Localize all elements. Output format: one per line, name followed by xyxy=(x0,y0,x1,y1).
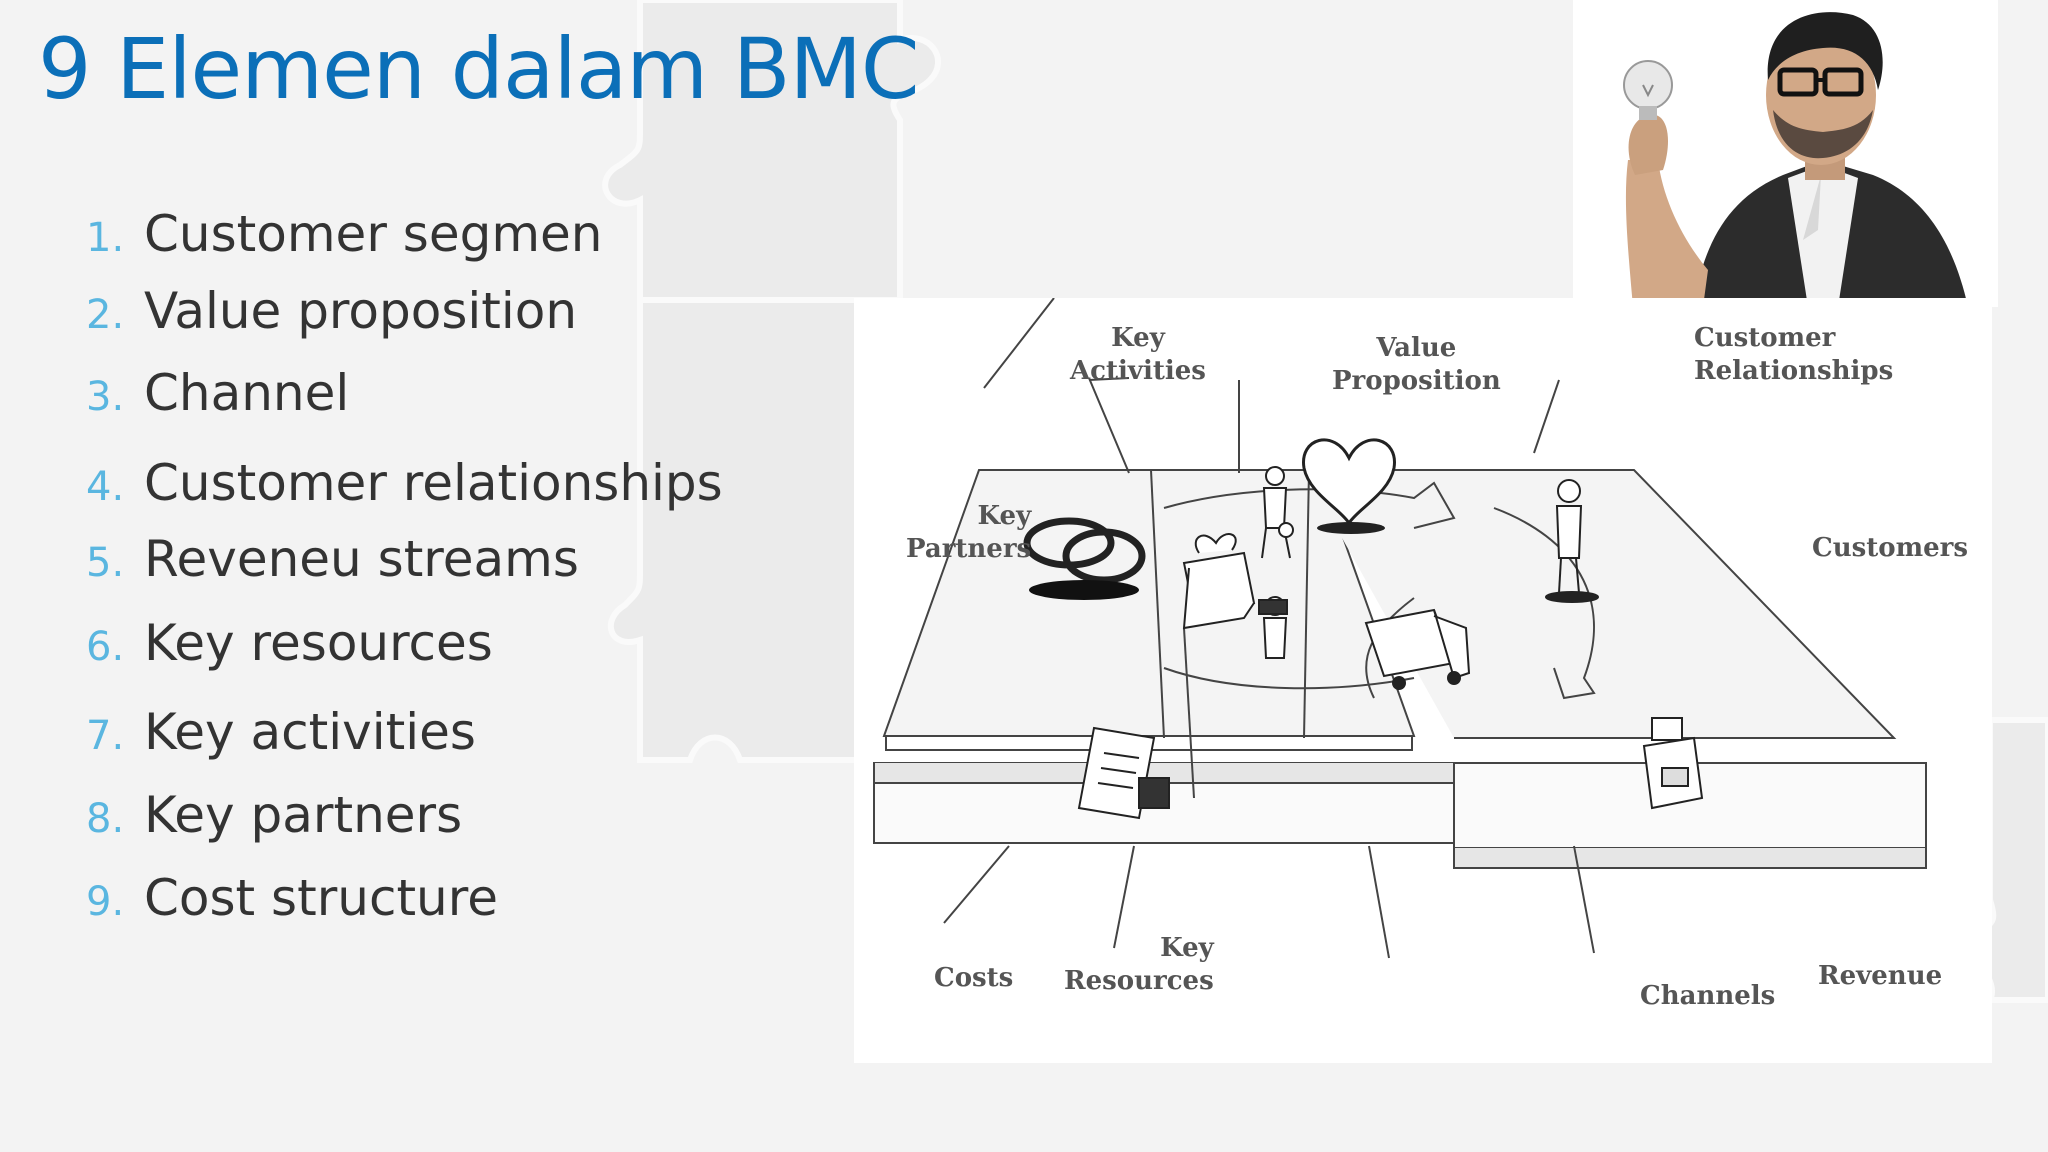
list-item: 8. Key partners xyxy=(86,786,462,844)
man-with-bulb-illustration xyxy=(1573,0,1998,307)
label-line: Relationships xyxy=(1694,356,1894,386)
list-item: 4. Customer relationships xyxy=(86,454,723,512)
person-icon xyxy=(1545,479,1599,603)
list-item-text: Key resources xyxy=(144,614,493,672)
label-line: Proposition xyxy=(1332,366,1501,396)
list-item: 7. Key activities xyxy=(86,703,476,761)
label-line: Key xyxy=(1160,933,1214,963)
label-line: Key xyxy=(1111,323,1165,353)
label-customers: Customers xyxy=(1812,533,1968,563)
list-item: 9. Cost structure xyxy=(86,869,498,927)
label-revenue: Revenue xyxy=(1818,961,1943,991)
list-item: 3. Channel xyxy=(86,364,349,422)
label-value-proposition: Value Proposition xyxy=(1332,332,1501,398)
list-item-number: 7. xyxy=(86,713,125,759)
gift-box-icon xyxy=(1182,533,1288,630)
list-item-text: Customer relationships xyxy=(144,454,723,512)
label-channels: Channels xyxy=(1640,981,1776,1011)
label-key-partners: Key Partners xyxy=(906,500,1031,566)
truck-icon xyxy=(1364,608,1471,690)
bmc-canvas-sketch xyxy=(873,297,1927,959)
label-costs: Costs xyxy=(934,963,1014,993)
bmc-elements-list: 1. Customer segmen 2. Value proposition 3.… xyxy=(0,0,760,1000)
cash-register-icon xyxy=(1642,717,1704,810)
list-item-text: Cost structure xyxy=(144,869,498,927)
list-item: 5. Reveneu streams xyxy=(86,530,579,588)
label-key-resources: Key Resources xyxy=(1064,932,1214,998)
list-item-number: 3. xyxy=(86,374,125,420)
label-key-activities: Key Activities xyxy=(1070,322,1206,388)
list-item-number: 8. xyxy=(86,796,125,842)
list-item-number: 5. xyxy=(86,540,125,586)
bmc-diagram: Key Activities Value Proposition Custome… xyxy=(854,297,1992,1063)
list-item-text: Key partners xyxy=(144,786,463,844)
list-item-number: 4. xyxy=(86,464,125,510)
rings-icon xyxy=(1023,517,1146,600)
label-line: Value xyxy=(1376,333,1457,363)
list-item-text: Channel xyxy=(144,364,350,422)
label-customer-relationships: Customer Relationships xyxy=(1694,322,1893,388)
label-line: Customer xyxy=(1694,323,1836,353)
list-item: 6. Key resources xyxy=(86,614,493,672)
list-item-number: 9. xyxy=(86,879,125,925)
list-item: 1. Customer segmen xyxy=(86,205,602,263)
list-item-number: 1. xyxy=(86,215,125,261)
slide-title: 9 Elemen dalam BMC xyxy=(38,20,920,118)
list-item-number: 6. xyxy=(86,624,125,670)
list-item-text: Reveneu streams xyxy=(144,530,579,588)
list-item-text: Customer segmen xyxy=(144,205,603,263)
invoice-icon xyxy=(1077,726,1170,820)
label-line: Key xyxy=(977,501,1032,531)
light-bulb-icon xyxy=(1623,60,1673,120)
list-item: 2. Value proposition xyxy=(86,282,577,340)
photo-man-with-bulb xyxy=(1573,0,1998,307)
label-line: Activities xyxy=(1070,356,1206,386)
label-line: Partners xyxy=(906,534,1032,564)
list-item-text: Key activities xyxy=(144,703,476,761)
label-line: Resources xyxy=(1064,966,1214,996)
list-item-number: 2. xyxy=(86,292,125,338)
list-item-text: Value proposition xyxy=(144,282,578,340)
